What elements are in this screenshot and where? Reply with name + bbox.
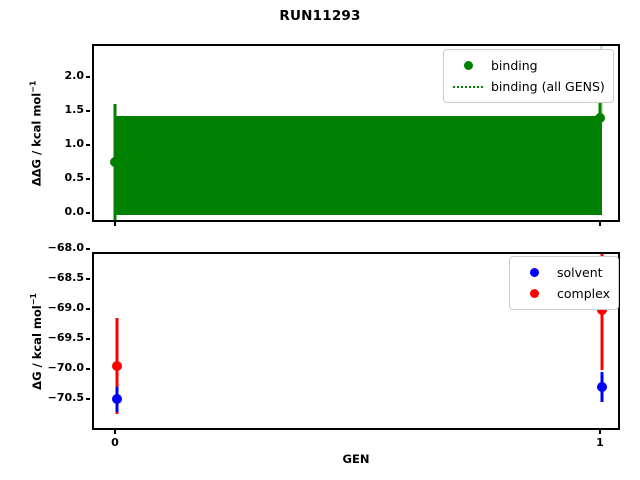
- y-tick-mark: [86, 338, 90, 340]
- top-panel-y-axis-label-exponent: −1: [28, 80, 38, 93]
- y-tick-mark: [86, 212, 90, 214]
- y-tick-mark: [86, 110, 90, 112]
- legend-item-complex[interactable]: complex: [517, 283, 610, 304]
- top-panel-y-axis-label-text: ΔΔG / kcal mol: [29, 92, 44, 186]
- top-panel-x-tick-mark: [114, 222, 116, 226]
- figure-title: RUN11293: [279, 8, 361, 24]
- bottom-panel-x-tick-mark: [114, 430, 116, 434]
- binding-marker-gen1[interactable]: [595, 113, 605, 123]
- legend-item-binding[interactable]: binding: [451, 55, 605, 76]
- x-axis-label: GEN: [342, 452, 370, 466]
- top-panel-y-axis-label: ΔΔG / kcal mol−1: [28, 80, 43, 186]
- top-panel-x-tick-mark: [599, 222, 601, 226]
- y-tick-label-text: 1.5: [64, 103, 85, 116]
- binding-marker-gen0[interactable]: [110, 157, 120, 167]
- dotted-line-icon: [451, 85, 485, 88]
- y-tick-label-text: −68.0: [47, 241, 84, 254]
- legend-label: binding: [491, 58, 538, 73]
- complex-dot-swatch: [529, 289, 539, 298]
- solvent-marker-gen0[interactable]: [112, 394, 122, 404]
- y-tick-label-text: −68.5: [47, 271, 84, 284]
- y-tick-mark: [86, 76, 90, 78]
- x-tick-label-text: 0: [111, 436, 119, 449]
- legend-item-solvent[interactable]: solvent: [517, 262, 610, 283]
- binding-all-gens-line-swatch: [453, 85, 483, 88]
- y-tick-mark: [86, 368, 90, 370]
- y-tick-label-text: −70.0: [47, 361, 84, 374]
- x-tick-label: 0: [111, 436, 119, 449]
- y-tick-label-text: 0.0: [64, 205, 85, 218]
- solvent-dot-icon: [517, 268, 551, 277]
- bottom-panel-y-axis-label-exponent: −1: [28, 292, 38, 305]
- y-tick-label-text: 0.5: [64, 171, 85, 184]
- y-tick-mark: [86, 398, 90, 400]
- x-tick-label-text: 1: [596, 436, 604, 449]
- solvent-marker-gen1[interactable]: [597, 382, 607, 392]
- y-tick-label-text: −70.5: [47, 391, 84, 404]
- legend-label: binding (all GENS): [491, 79, 605, 94]
- legend-label: complex: [557, 286, 610, 301]
- y-tick-mark: [86, 178, 90, 180]
- top-panel-plot-area: [94, 46, 618, 220]
- y-tick-label-text: 2.0: [64, 69, 85, 82]
- legend-item-binding-all-gens[interactable]: binding (all GENS): [451, 76, 605, 97]
- y-tick-mark: [86, 278, 90, 280]
- y-tick-mark: [86, 248, 90, 250]
- binding-dot-icon: [451, 61, 485, 70]
- bottom-panel-plot-area: [94, 254, 618, 428]
- bottom-panel-legend: solvent complex: [509, 256, 619, 310]
- y-tick-mark: [86, 144, 90, 146]
- complex-marker-gen1[interactable]: [597, 305, 607, 315]
- complex-marker-gen0[interactable]: [112, 361, 122, 371]
- bottom-panel-y-axis-label-text: ΔG / kcal mol: [29, 304, 44, 390]
- y-tick-label-text: −69.5: [47, 331, 84, 344]
- y-tick-label-text: 1.0: [64, 137, 85, 150]
- binding-all-gens-band: [115, 116, 602, 215]
- complex-dot-icon: [517, 289, 551, 298]
- bottom-panel-x-tick-mark: [599, 430, 601, 434]
- top-panel-legend: binding binding (all GENS): [443, 49, 614, 103]
- binding-dot-swatch: [463, 61, 473, 70]
- y-tick-label-text: −69.0: [47, 301, 84, 314]
- solvent-dot-swatch: [529, 268, 539, 277]
- bottom-panel-y-axis-label: ΔG / kcal mol−1: [29, 293, 44, 390]
- y-tick-mark: [86, 308, 90, 310]
- x-tick-label: 1: [596, 436, 604, 449]
- legend-label: solvent: [557, 265, 603, 280]
